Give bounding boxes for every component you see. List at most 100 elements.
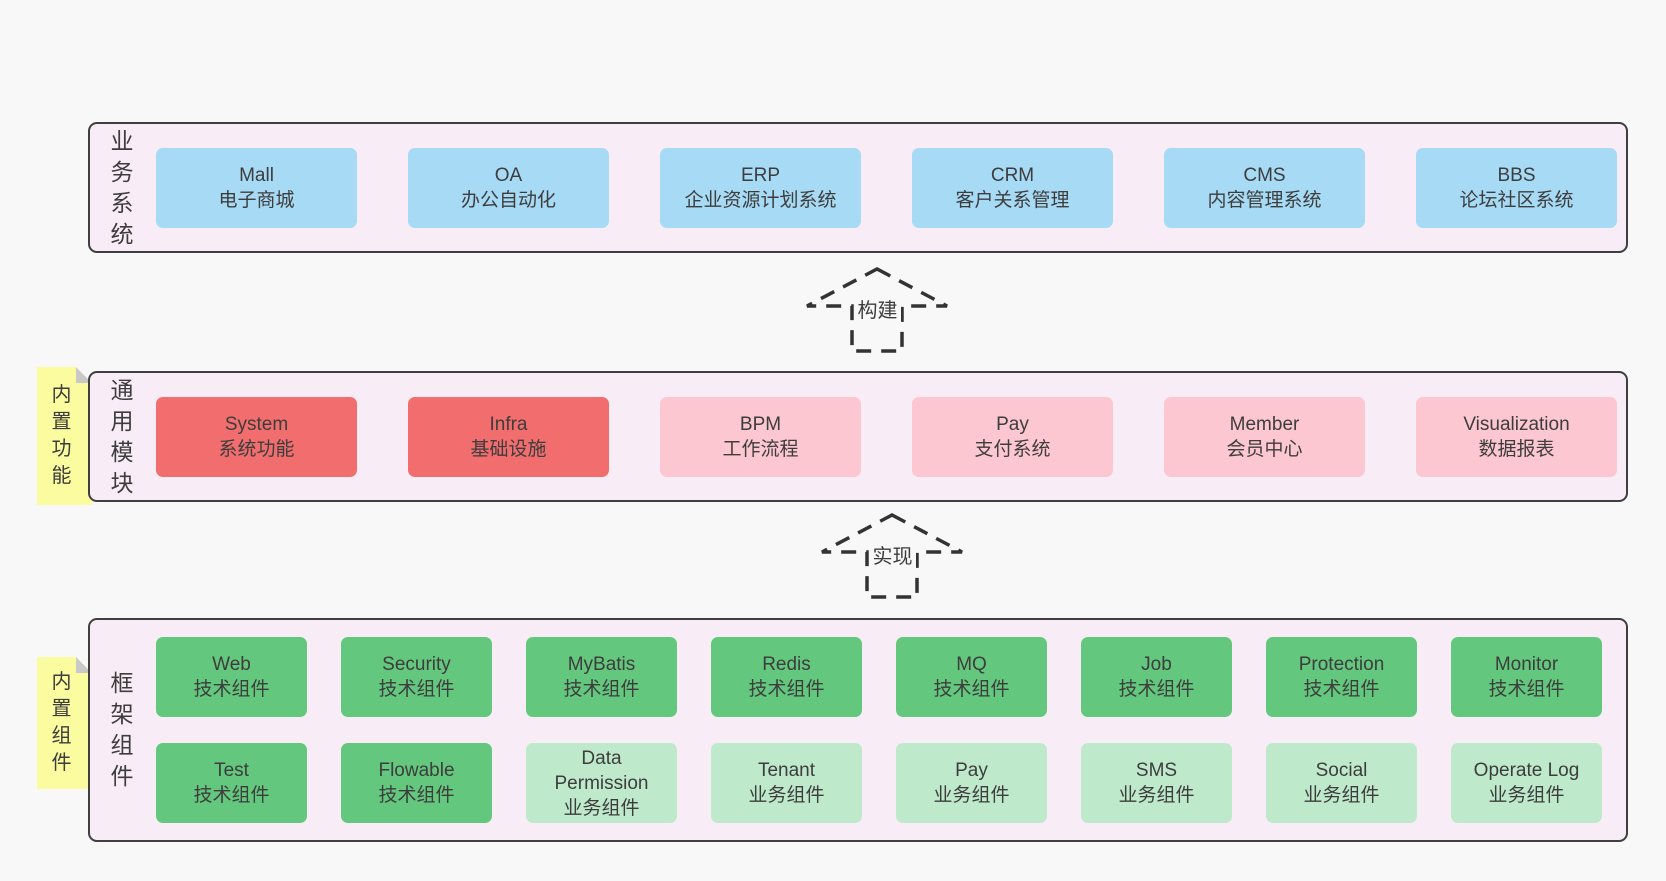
node-title: ERP bbox=[740, 164, 781, 186]
node-subtitle: 业务组件 bbox=[1488, 785, 1565, 806]
layer-label: 框架组件 bbox=[110, 670, 134, 789]
dashed-up-arrow-icon bbox=[821, 513, 963, 599]
node-visualization: Visualization 数据报表 bbox=[1416, 396, 1617, 477]
node-title: Social bbox=[1315, 760, 1368, 781]
layer-label: 业务系统 bbox=[110, 127, 134, 247]
layer-label: 通用模块 bbox=[110, 376, 134, 496]
framework-row-1: Web 技术组件 Security 技术组件 MyBatis 技术组件 Redi… bbox=[156, 637, 1626, 717]
layer-framework-components: 框架组件 Web 技术组件 Security 技术组件 MyBatis 技术组件… bbox=[88, 618, 1628, 842]
node-title: Security bbox=[382, 654, 451, 675]
node-subtitle: 技术组件 bbox=[563, 679, 640, 700]
node-social: Social 业务组件 bbox=[1266, 743, 1417, 823]
node-title: MQ bbox=[956, 654, 987, 675]
node-title: Pay bbox=[955, 760, 988, 781]
node-title: Pay bbox=[996, 413, 1029, 435]
node-subtitle: 技术组件 bbox=[1118, 679, 1195, 700]
node-title: Infra bbox=[489, 413, 528, 435]
node-subtitle: 企业资源计划系统 bbox=[684, 189, 837, 211]
arrow-build: 构建 bbox=[805, 266, 950, 354]
node-title: Member bbox=[1229, 413, 1300, 435]
node-erp: ERP 企业资源计划系统 bbox=[660, 147, 861, 228]
node-subtitle: 业务组件 bbox=[933, 785, 1010, 806]
node-title: CRM bbox=[990, 164, 1035, 186]
node-subtitle: 技术组件 bbox=[193, 785, 270, 806]
node-subtitle: 会员中心 bbox=[1226, 438, 1303, 460]
node-title: CMS bbox=[1243, 164, 1286, 186]
node-subtitle: 客户关系管理 bbox=[955, 189, 1070, 211]
node-member: Member 会员中心 bbox=[1164, 396, 1365, 477]
node-subtitle: 技术组件 bbox=[933, 679, 1010, 700]
node-subtitle: 技术组件 bbox=[1303, 679, 1380, 700]
node-pay-component: Pay 业务组件 bbox=[896, 743, 1047, 823]
node-monitor: Monitor 技术组件 bbox=[1451, 637, 1602, 717]
node-subtitle: 办公自动化 bbox=[460, 189, 556, 211]
node-job: Job 技术组件 bbox=[1081, 637, 1232, 717]
node-title: SMS bbox=[1135, 760, 1178, 781]
node-subtitle: 业务组件 bbox=[1303, 785, 1380, 806]
node-mybatis: MyBatis 技术组件 bbox=[526, 637, 677, 717]
arrow-implement: 实现 bbox=[820, 512, 965, 600]
node-subtitle: 数据报表 bbox=[1478, 438, 1555, 460]
node-cms: CMS 内容管理系统 bbox=[1164, 147, 1365, 228]
framework-row-2: Test 技术组件 Flowable 技术组件 Data Permission … bbox=[156, 743, 1626, 823]
node-mq: MQ 技术组件 bbox=[896, 637, 1047, 717]
node-sms: SMS 业务组件 bbox=[1081, 743, 1232, 823]
node-subtitle: 基础设施 bbox=[470, 438, 547, 460]
node-subtitle: 业务组件 bbox=[748, 785, 825, 806]
node-subtitle: 技术组件 bbox=[378, 679, 455, 700]
business-boxes: Mall 电子商城 OA 办公自动化 ERP 企业资源计划系统 CRM 客户关系… bbox=[139, 124, 1626, 251]
node-subtitle: 支付系统 bbox=[974, 438, 1051, 460]
node-subtitle: 技术组件 bbox=[378, 785, 455, 806]
node-title: Test bbox=[214, 760, 249, 781]
node-bpm: BPM 工作流程 bbox=[660, 396, 861, 477]
node-title: Tenant bbox=[757, 760, 816, 781]
node-oa: OA 办公自动化 bbox=[408, 147, 609, 228]
node-redis: Redis 技术组件 bbox=[711, 637, 862, 717]
node-title: Web bbox=[212, 654, 251, 675]
node-title: Redis bbox=[762, 654, 811, 675]
node-title: BPM bbox=[739, 413, 782, 435]
node-operate-log: Operate Log 业务组件 bbox=[1451, 743, 1602, 823]
node-title: Mall bbox=[239, 164, 274, 186]
node-mall: Mall 电子商城 bbox=[156, 147, 357, 228]
node-protection: Protection 技术组件 bbox=[1266, 637, 1417, 717]
note-label: 内置组件 bbox=[51, 671, 72, 774]
node-subtitle: 工作流程 bbox=[722, 438, 799, 460]
node-title: Flowable bbox=[378, 760, 455, 781]
node-title: System bbox=[224, 413, 289, 435]
dashed-up-arrow-icon bbox=[806, 267, 948, 353]
node-subtitle: 电子商城 bbox=[218, 189, 295, 211]
sticky-note-built-in-components: 内置组件 bbox=[37, 657, 92, 789]
sticky-note-built-in-features: 内置功能 bbox=[37, 367, 92, 505]
node-data-permission: Data Permission 业务组件 bbox=[526, 743, 677, 823]
node-pay-system: Pay 支付系统 bbox=[912, 396, 1113, 477]
arrow-implement-label: 实现 bbox=[869, 540, 916, 569]
node-tenant: Tenant 业务组件 bbox=[711, 743, 862, 823]
note-label: 内置功能 bbox=[51, 384, 72, 487]
layer-common-modules: 通用模块 System 系统功能 Infra 基础设施 BPM 工作流程 Pay… bbox=[88, 371, 1628, 502]
module-boxes: System 系统功能 Infra 基础设施 BPM 工作流程 Pay 支付系统… bbox=[139, 373, 1626, 500]
node-title: OA bbox=[494, 164, 523, 186]
node-title: Visualization bbox=[1463, 413, 1570, 435]
node-title: Operate Log bbox=[1473, 760, 1580, 781]
node-test: Test 技术组件 bbox=[156, 743, 307, 823]
node-subtitle: 系统功能 bbox=[218, 438, 295, 460]
node-subtitle: 技术组件 bbox=[748, 679, 825, 700]
arrow-build-label: 构建 bbox=[854, 294, 901, 323]
node-infra: Infra 基础设施 bbox=[408, 396, 609, 477]
framework-boxes: Web 技术组件 Security 技术组件 MyBatis 技术组件 Redi… bbox=[139, 620, 1626, 840]
node-title: Data Permission bbox=[554, 747, 649, 794]
node-system: System 系统功能 bbox=[156, 396, 357, 477]
node-bbs: BBS 论坛社区系统 bbox=[1416, 147, 1617, 228]
node-subtitle: 论坛社区系统 bbox=[1459, 189, 1574, 211]
node-subtitle: 技术组件 bbox=[193, 679, 270, 700]
node-subtitle: 业务组件 bbox=[1118, 785, 1195, 806]
node-web: Web 技术组件 bbox=[156, 637, 307, 717]
node-title: Protection bbox=[1298, 654, 1385, 675]
node-subtitle: 内容管理系统 bbox=[1207, 189, 1322, 211]
node-flowable: Flowable 技术组件 bbox=[341, 743, 492, 823]
node-crm: CRM 客户关系管理 bbox=[912, 147, 1113, 228]
node-title: Monitor bbox=[1494, 654, 1559, 675]
layer-business-systems: 业务系统 Mall 电子商城 OA 办公自动化 ERP 企业资源计划系统 CRM… bbox=[88, 122, 1628, 253]
